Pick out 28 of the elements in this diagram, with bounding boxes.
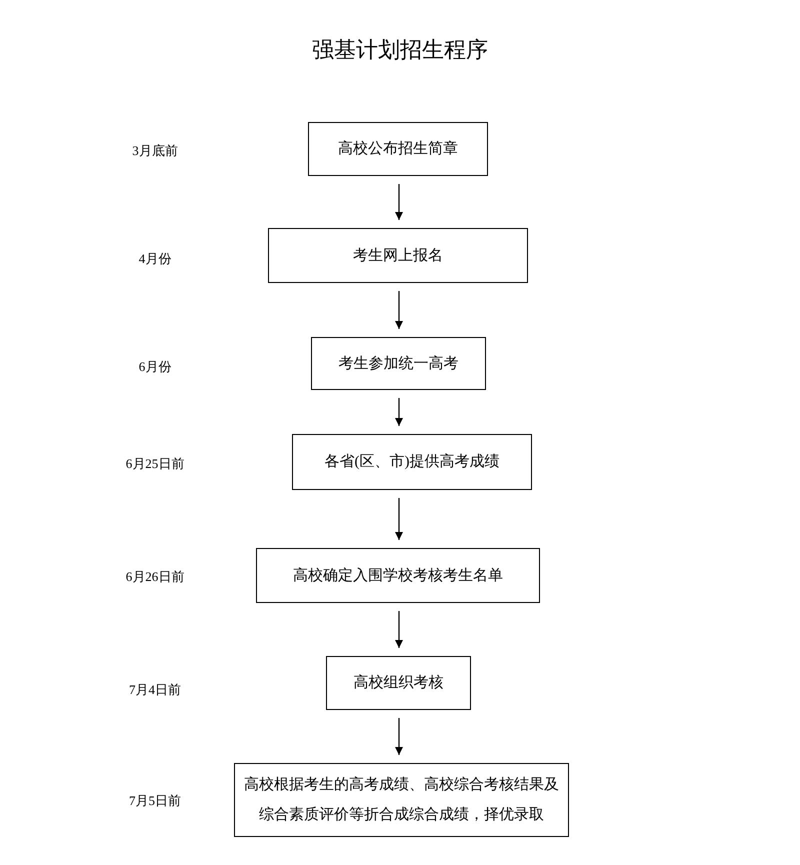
arrow	[395, 611, 403, 648]
process-box	[308, 122, 488, 176]
step-text: 考生参加统一高考	[338, 354, 458, 374]
step-text: 考生网上报名	[353, 246, 443, 266]
date-label: 6月26日前	[124, 568, 186, 586]
diagram-title: 强基计划招生程序	[311, 37, 489, 65]
step-text: 高校组织考核	[354, 673, 444, 693]
date-label: 3月底前	[131, 142, 179, 160]
step-text: 高校公布招生简章	[338, 139, 458, 159]
process-box	[292, 434, 532, 490]
date-label: 6月份	[138, 358, 172, 376]
step-text: 各省(区、市)提供高考成绩	[324, 452, 500, 472]
process-box	[326, 656, 471, 710]
date-label: 7月5日前	[128, 792, 182, 810]
process-box	[268, 228, 528, 283]
step-text: 高校根据考生的高考成绩、高校综合考核结果及综合素质评价等折合成综合成绩，择优录取	[243, 775, 560, 825]
date-label: 7月4日前	[128, 681, 182, 699]
process-box	[256, 548, 540, 603]
arrow	[395, 291, 403, 329]
date-label: 6月25日前	[124, 455, 186, 473]
date-label: 4月份	[138, 250, 172, 268]
arrow	[395, 718, 403, 755]
step-text: 高校确定入围学校考核考生名单	[293, 566, 503, 586]
process-box	[234, 763, 569, 837]
arrow	[395, 184, 403, 220]
arrow	[395, 398, 403, 426]
process-box	[311, 337, 486, 390]
arrow	[395, 498, 403, 540]
